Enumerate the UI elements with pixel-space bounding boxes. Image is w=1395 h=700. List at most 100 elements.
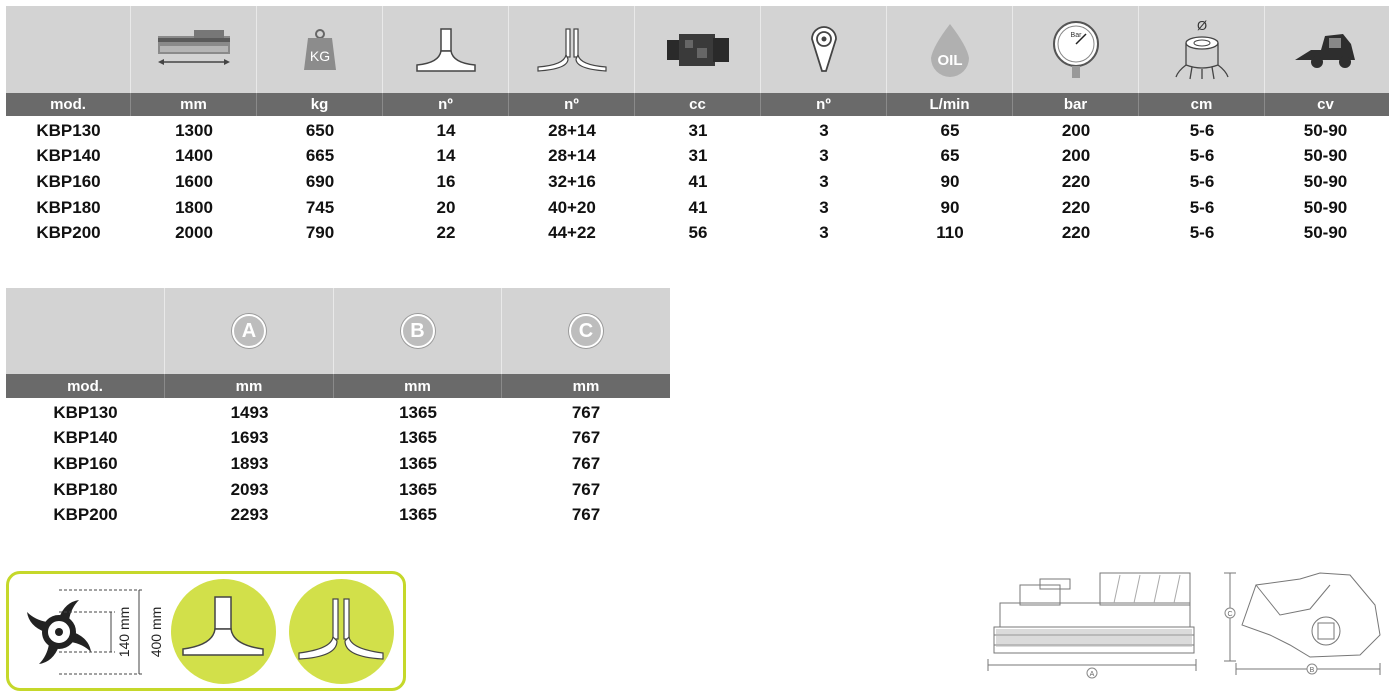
spec-value: 650 bbox=[305, 120, 335, 140]
spec-value: 5-6 bbox=[1189, 197, 1215, 217]
table-row: KBP160 1893 1365 767 bbox=[6, 451, 670, 477]
stump-diameter-icon: Ø bbox=[1139, 6, 1265, 93]
spec-value: 1800 bbox=[175, 197, 213, 217]
rotor-diagram-icon: 140 mm 400 mm bbox=[27, 589, 164, 675]
dimension-value: 767 bbox=[571, 453, 601, 473]
spec-value: 20 bbox=[436, 197, 456, 217]
spec-value: 50-90 bbox=[1303, 171, 1348, 191]
spec-value: 28+14 bbox=[548, 146, 596, 166]
spec-value: 90 bbox=[940, 197, 960, 217]
oil-icon-text: OIL bbox=[937, 52, 962, 69]
spec-value: 690 bbox=[305, 171, 335, 191]
spec-value: 3 bbox=[819, 197, 829, 217]
spec-value: 3 bbox=[819, 171, 829, 191]
spec-value: 44+22 bbox=[548, 223, 596, 243]
pressure-gauge-icon: Bar bbox=[1013, 6, 1139, 93]
unit-label: bar bbox=[1013, 93, 1139, 116]
spec-value: 65 bbox=[940, 146, 960, 166]
spec-value: 22 bbox=[436, 223, 456, 243]
rotor-info-panel: 140 mm 400 mm bbox=[6, 571, 406, 691]
y-blade-icon bbox=[509, 6, 635, 93]
spec-value: 31 bbox=[688, 146, 708, 166]
hammer-flail-icon bbox=[383, 6, 509, 93]
dimension-value: 1365 bbox=[399, 453, 437, 473]
spec-value: 41 bbox=[688, 197, 708, 217]
spec-value: 110 bbox=[936, 223, 964, 243]
spec-value: 3 bbox=[819, 223, 829, 243]
dimensions-units-row: mod. mm mm mm bbox=[6, 374, 670, 398]
spec-value: 790 bbox=[305, 223, 335, 243]
model-name: KBP130 bbox=[53, 402, 118, 422]
spec-value: 50-90 bbox=[1303, 197, 1348, 217]
mod-header-blank bbox=[6, 288, 165, 374]
dimension-c-marker: C bbox=[1227, 611, 1232, 618]
spec-value: 31 bbox=[688, 120, 708, 140]
dimension-value: 767 bbox=[571, 428, 601, 448]
spec-value: 14 bbox=[436, 146, 456, 166]
unit-label: mod. bbox=[6, 374, 165, 398]
spec-value: 1400 bbox=[175, 146, 213, 166]
spec-icon-row: KG bbox=[6, 6, 1389, 93]
spec-value: 32+16 bbox=[548, 171, 596, 191]
mod-header-blank bbox=[6, 6, 131, 93]
dimension-value: 767 bbox=[571, 479, 601, 499]
spec-value: 200 bbox=[1061, 146, 1091, 166]
spec-value: 1300 bbox=[175, 120, 213, 140]
unit-label: mod. bbox=[6, 93, 131, 116]
spec-value: 16 bbox=[436, 171, 456, 191]
dimension-value: 1893 bbox=[230, 453, 269, 473]
unit-label: cc bbox=[635, 93, 761, 116]
outer-diameter-label: 400 mm bbox=[148, 607, 164, 658]
diameter-icon-text: Ø bbox=[1196, 19, 1206, 33]
spec-value: 65 bbox=[940, 120, 960, 140]
gauge-icon-text: Bar bbox=[1070, 32, 1082, 39]
dimension-value: 1365 bbox=[399, 402, 437, 422]
motor-icon bbox=[635, 6, 761, 93]
spec-value: 90 bbox=[940, 171, 960, 191]
model-name: KBP200 bbox=[36, 223, 101, 243]
dimension-c-icon: C bbox=[502, 288, 670, 374]
dimension-a-icon: A bbox=[165, 288, 334, 374]
spec-value: 5-6 bbox=[1189, 223, 1215, 243]
kg-weight-icon: KG bbox=[257, 6, 383, 93]
dimension-value: 767 bbox=[571, 505, 601, 525]
unit-label: mm bbox=[165, 374, 334, 398]
width-machine-icon bbox=[131, 6, 257, 93]
spec-value: 5-6 bbox=[1189, 120, 1215, 140]
dimension-value: 1365 bbox=[399, 428, 437, 448]
unit-label: nº bbox=[761, 93, 887, 116]
unit-label: kg bbox=[257, 93, 383, 116]
y-blade-badge bbox=[289, 579, 394, 684]
kg-icon-text: KG bbox=[309, 48, 329, 64]
dimension-value: 1693 bbox=[230, 428, 269, 448]
spec-value: 200 bbox=[1061, 120, 1091, 140]
skid-steer-icon bbox=[1265, 6, 1386, 93]
spec-value: 50-90 bbox=[1303, 120, 1348, 140]
dimension-value: 2293 bbox=[230, 505, 269, 525]
unit-label: nº bbox=[383, 93, 509, 116]
model-name: KBP140 bbox=[53, 428, 118, 448]
dimension-a-marker: A bbox=[1090, 671, 1095, 678]
dimension-letter: A bbox=[241, 319, 257, 342]
model-name: KBP140 bbox=[36, 146, 101, 166]
dimension-letter: B bbox=[410, 319, 425, 342]
spec-value: 5-6 bbox=[1189, 171, 1215, 191]
spec-value: 3 bbox=[819, 146, 829, 166]
unit-label: nº bbox=[509, 93, 635, 116]
model-name: KBP160 bbox=[53, 453, 118, 473]
dimension-value: 767 bbox=[571, 402, 601, 422]
spec-value: 220 bbox=[1061, 197, 1091, 217]
spec-value: 50-90 bbox=[1303, 146, 1348, 166]
table-row: KBP140 1693 1365 767 bbox=[6, 426, 670, 452]
spec-value: 220 bbox=[1061, 171, 1091, 191]
dimension-b-marker: B bbox=[1310, 667, 1315, 674]
technical-drawings: A C B bbox=[980, 565, 1390, 695]
spec-value: 40+20 bbox=[548, 197, 596, 217]
